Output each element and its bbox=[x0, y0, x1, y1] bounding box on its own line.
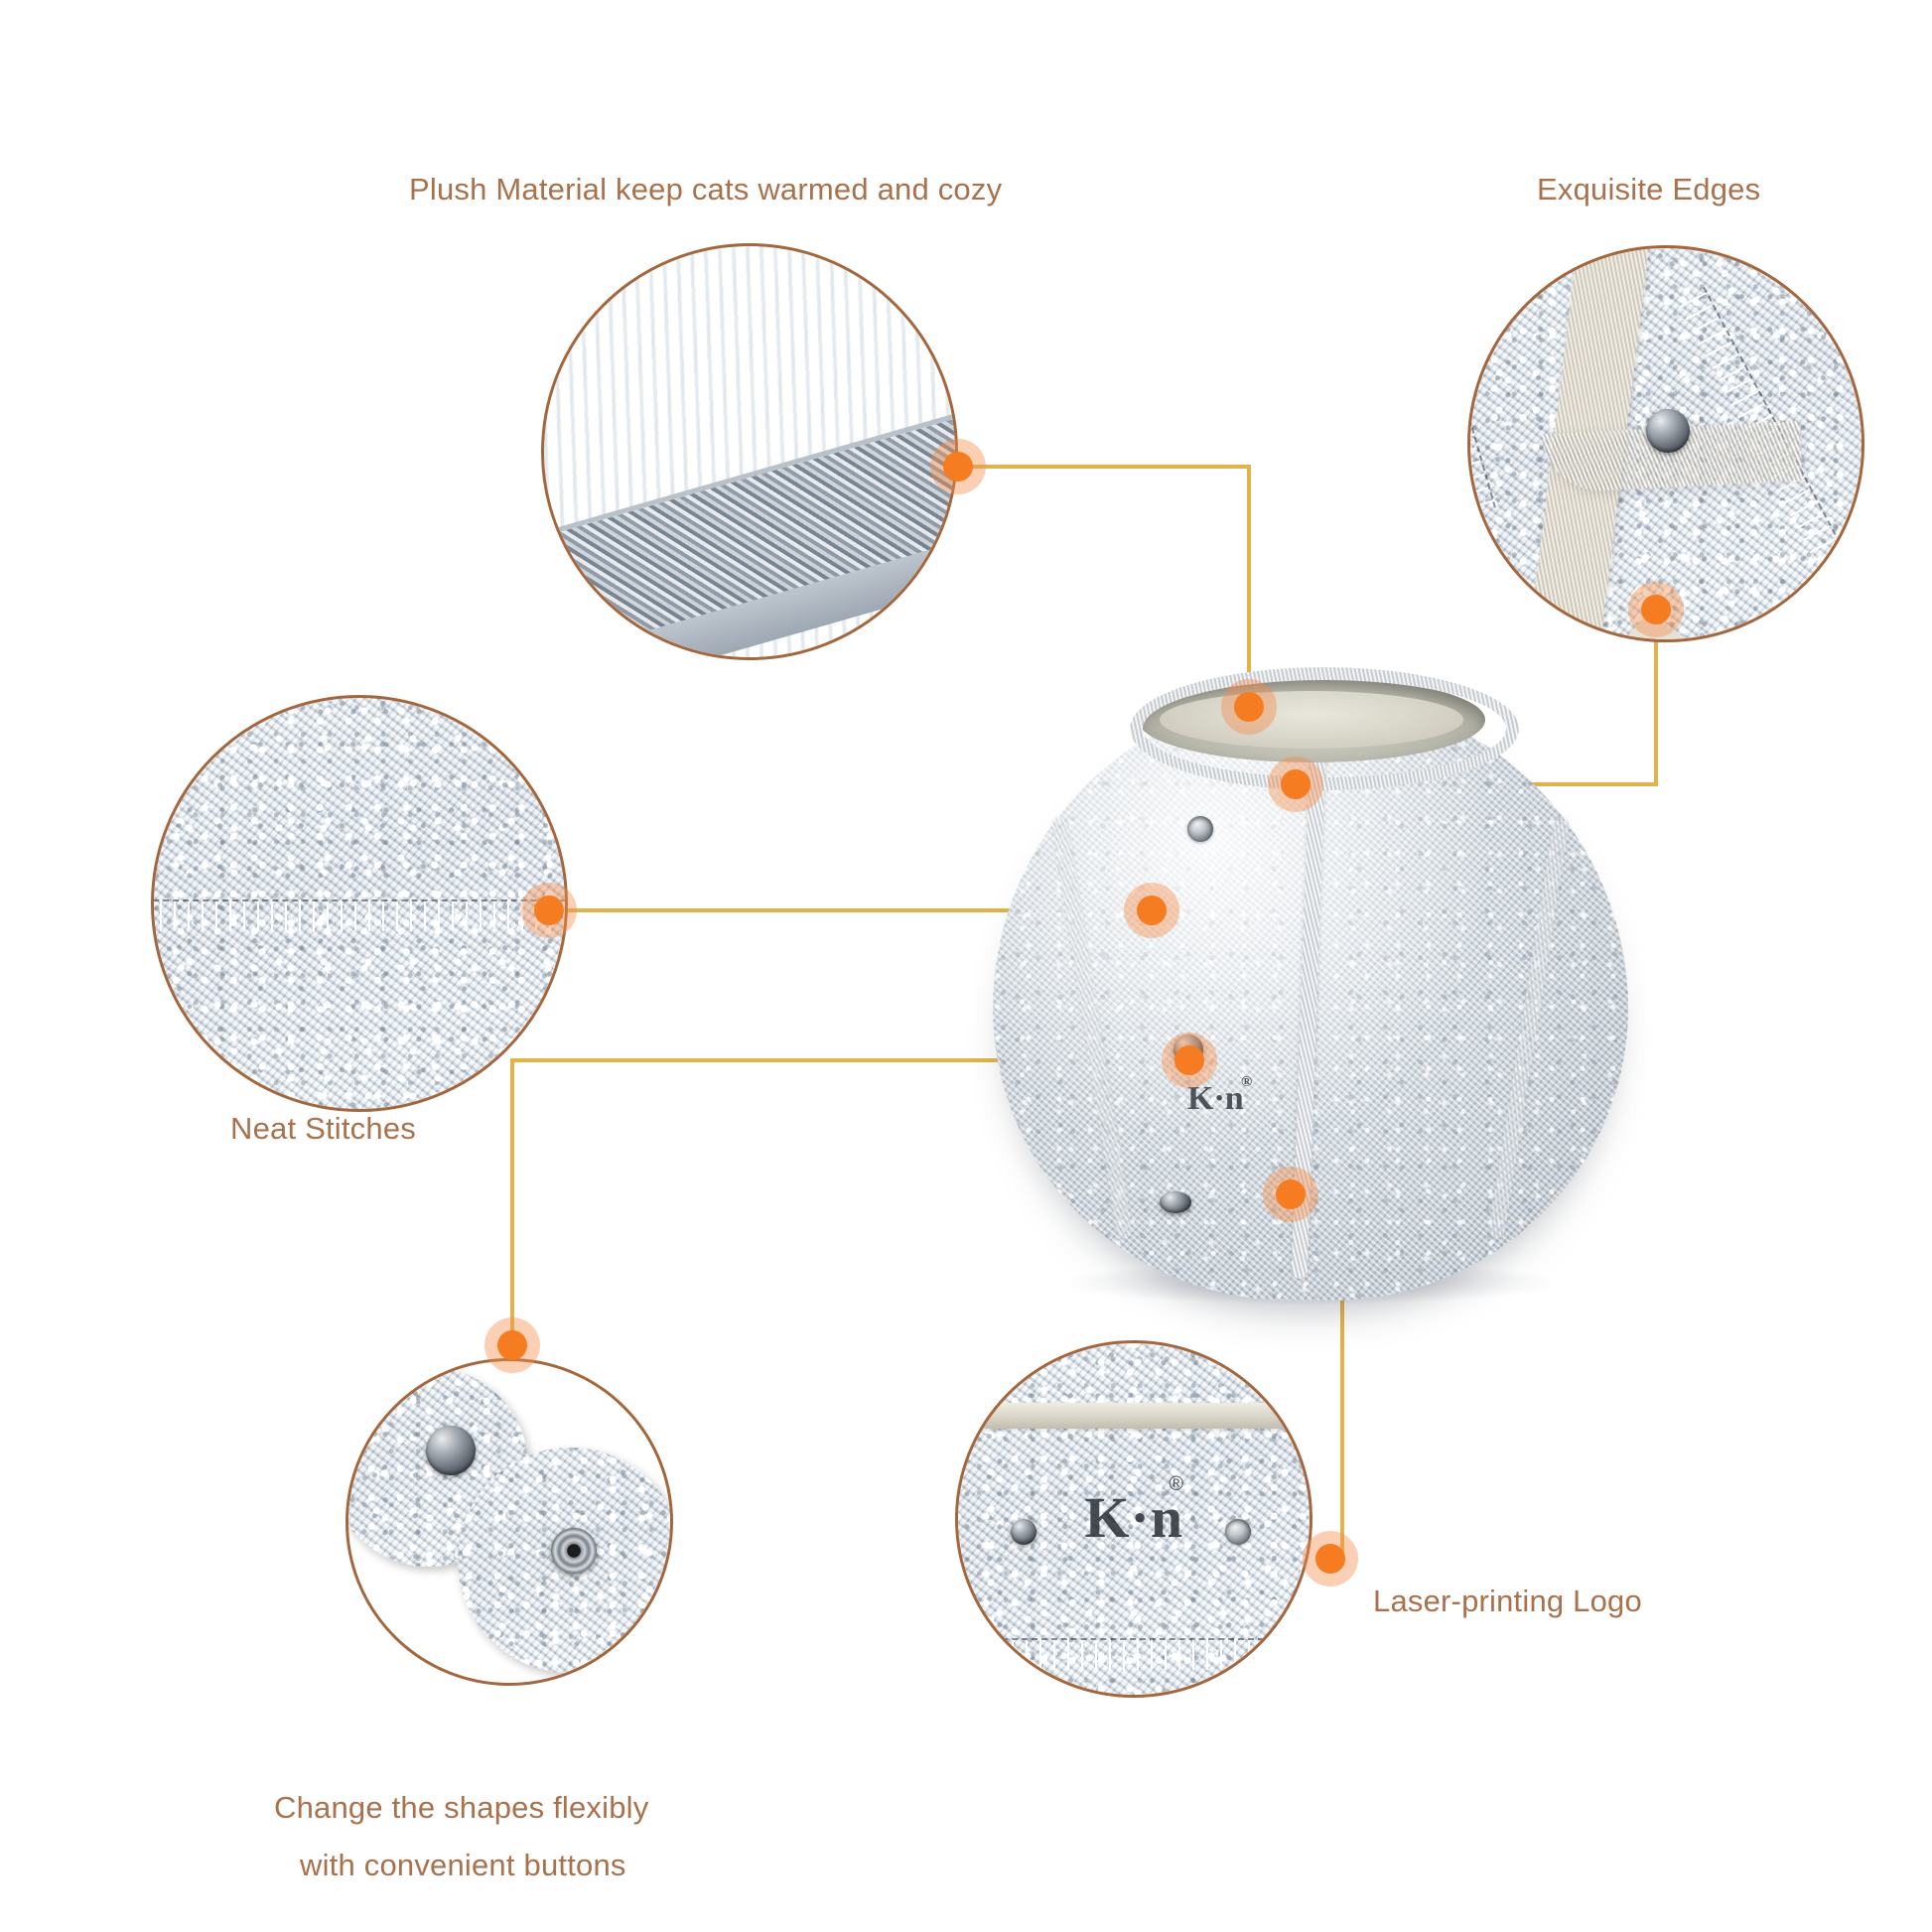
detail-bubble-exquisite-edges bbox=[1467, 245, 1864, 642]
snap-socket bbox=[551, 1528, 598, 1575]
bottom-zigzag-stitch bbox=[958, 1638, 1310, 1671]
detail-bubble-plush-material bbox=[541, 243, 958, 660]
callout-label-exquisite-edges: Exquisite Edges bbox=[1537, 172, 1761, 207]
ball-snap-lower bbox=[1160, 1191, 1191, 1213]
hotspot-buttons-bubble[interactable] bbox=[484, 1317, 540, 1373]
callout-label-neat-stitches: Neat Stitches bbox=[230, 1111, 416, 1146]
brand-logo-text: K·n bbox=[1084, 1484, 1184, 1550]
snap-button bbox=[1646, 408, 1691, 453]
hotspot-neat-stitches-product[interactable] bbox=[1124, 883, 1179, 938]
registered-trademark-icon: ® bbox=[1169, 1472, 1184, 1495]
detail-bubble-laser-logo: K·n ® bbox=[955, 1340, 1312, 1698]
felt-texture bbox=[958, 1343, 1310, 1695]
edge-binding-tape-curve bbox=[1537, 419, 1862, 639]
hotspot-neat-stitches-bubble[interactable] bbox=[521, 883, 577, 938]
hotspot-exquisite-edges-bubble[interactable] bbox=[1628, 582, 1684, 637]
ball-registered-icon: ® bbox=[1241, 1074, 1253, 1090]
detail-bubble-buttons bbox=[345, 1358, 673, 1686]
callout-label-change-shapes-line2: with convenient buttons bbox=[300, 1848, 626, 1882]
callout-label-laser-logo: Laser-printing Logo bbox=[1373, 1584, 1642, 1618]
hotspot-laser-logo-bubble[interactable] bbox=[1303, 1531, 1358, 1587]
hotspot-plush-material-product[interactable] bbox=[1221, 679, 1277, 735]
hotspot-plush-material-bubble[interactable] bbox=[930, 439, 986, 494]
top-binding-band bbox=[958, 1403, 1310, 1430]
product-image-cat-ball-bed: K·n ® bbox=[993, 665, 1628, 1305]
ball-snap-hole-upper bbox=[1187, 816, 1213, 842]
detail-bubble-neat-stitches bbox=[151, 695, 568, 1112]
hotspot-buttons-product[interactable] bbox=[1162, 1033, 1217, 1088]
callout-label-plush-material: Plush Material keep cats warmed and cozy bbox=[409, 172, 1003, 207]
hotspot-exquisite-edges-product[interactable] bbox=[1268, 757, 1323, 812]
callout-label-change-shapes-line1: Change the shapes flexibly bbox=[274, 1790, 649, 1825]
snap-hole-right bbox=[1225, 1519, 1252, 1545]
zigzag-stitch-seam bbox=[154, 898, 565, 931]
hotspot-laser-logo-product[interactable] bbox=[1263, 1167, 1318, 1222]
ball-opening-binding bbox=[1130, 667, 1519, 790]
snap-button-left bbox=[1011, 1519, 1037, 1545]
